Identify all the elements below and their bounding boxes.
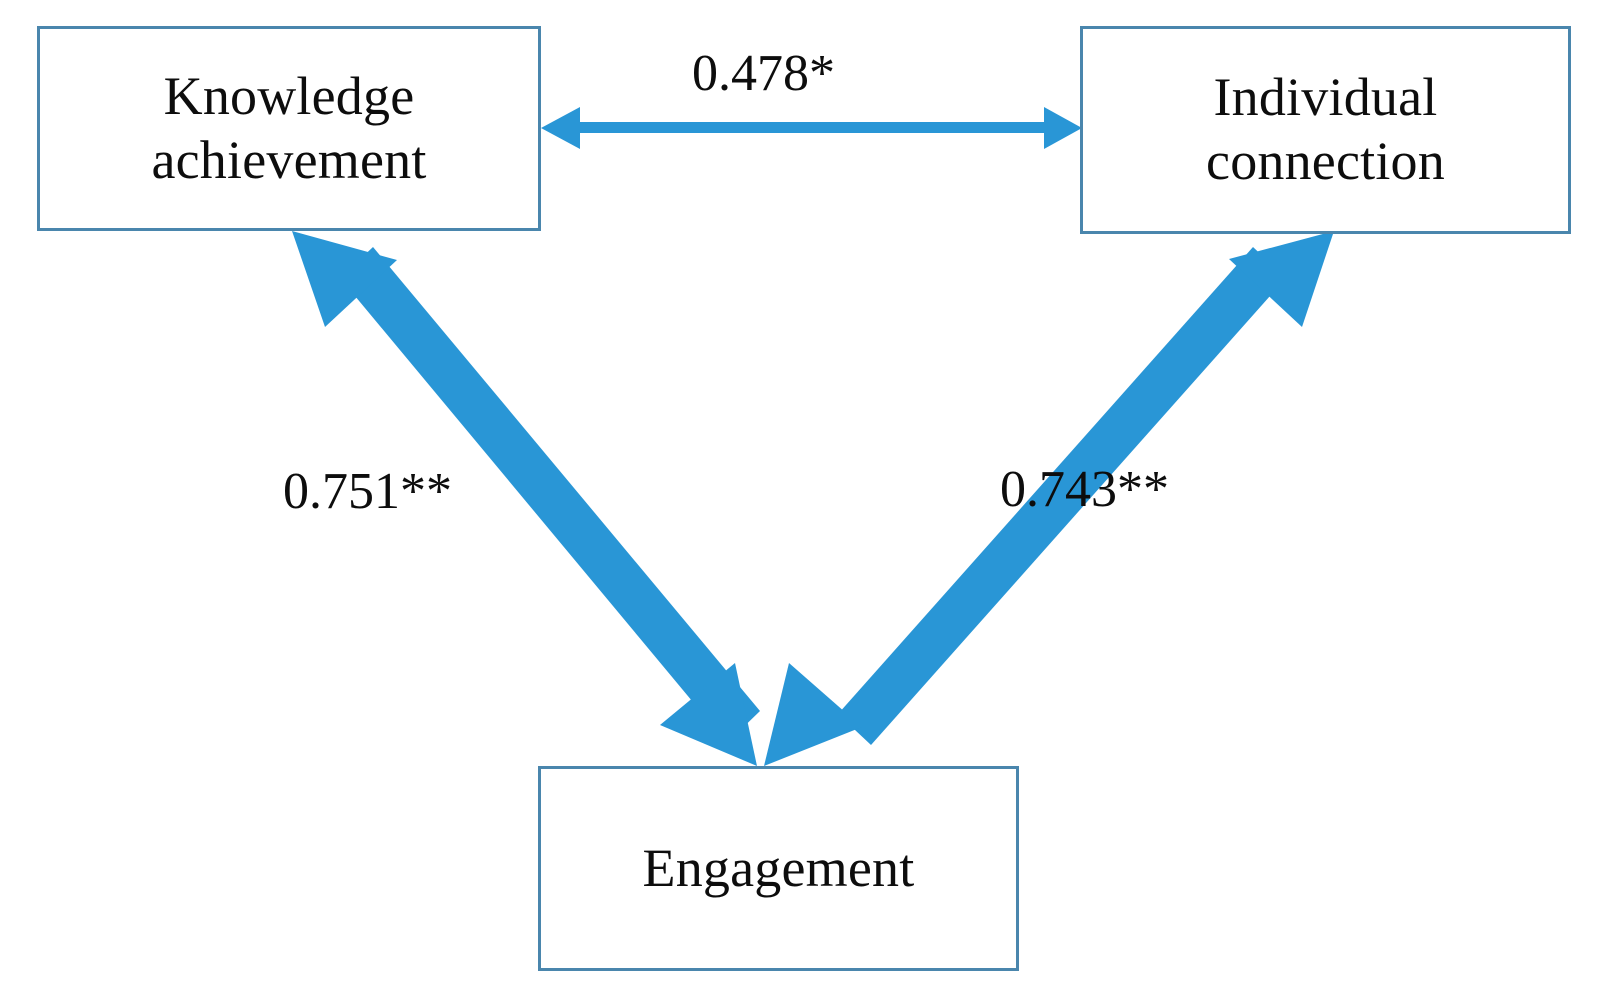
edge-knowledge-connection-arrowhead-right — [1044, 107, 1082, 149]
node-knowledge-achievement[interactable]: Knowledge achievement — [37, 26, 541, 231]
edge-knowledge-connection — [541, 107, 1082, 149]
node-engagement[interactable]: Engagement — [538, 766, 1019, 971]
edge-knowledge-connection-shaft — [566, 122, 1058, 133]
edge-engagement-connection-arrowhead-upper — [1229, 231, 1334, 327]
edge-engagement-knowledge-arrowhead-lower — [660, 663, 757, 766]
node-engagement-label: Engagement — [642, 837, 915, 898]
edge-engagement-knowledge-arrowhead-upper — [292, 231, 397, 327]
edge-label-knowledge-connection: 0.478* — [692, 45, 835, 102]
node-individual-connection[interactable]: Individual connection — [1080, 26, 1571, 234]
edge-knowledge-connection-arrowhead-left — [541, 107, 580, 149]
node-knowledge-achievement-label: Knowledge achievement — [151, 65, 427, 190]
node-individual-connection-label: Individual connection — [1206, 67, 1445, 191]
edge-engagement-connection-arrowhead-lower — [764, 663, 862, 766]
edge-label-engagement-connection: 0.743** — [1000, 461, 1169, 518]
edge-label-engagement-knowledge: 0.751** — [283, 463, 452, 520]
